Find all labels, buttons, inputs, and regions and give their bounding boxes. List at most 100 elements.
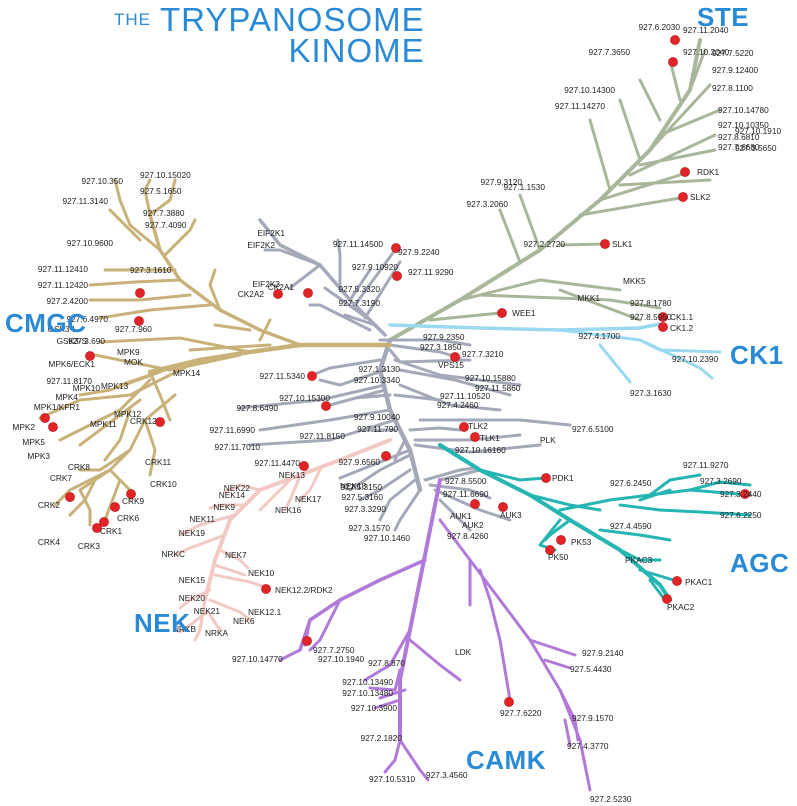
- branch: [428, 483, 492, 500]
- title-line1: TRYPANOSOME: [160, 1, 425, 38]
- branch: [148, 370, 172, 422]
- leaf-label: CRK6: [117, 513, 140, 523]
- branch: [213, 573, 270, 590]
- branch: [283, 474, 302, 512]
- leaf-label: PKAC2: [667, 602, 695, 612]
- branch: [258, 318, 272, 342]
- branch: [213, 323, 252, 332]
- leaf-label: 927.9.10920: [352, 262, 399, 272]
- leaf-label: 927.10.15300: [279, 393, 330, 403]
- leaf-label: 927.10.13490: [342, 677, 393, 687]
- branch: [378, 478, 417, 522]
- branch: [278, 648, 302, 662]
- leaf-label: NEK21: [194, 606, 221, 616]
- leaf-label: 927.9.6560: [338, 457, 380, 467]
- leaf-label: 927.11.9270: [683, 460, 729, 470]
- leaf-label: CRK11: [145, 457, 172, 467]
- leaf-label: NEK12.1: [248, 607, 282, 617]
- leaf-dot: [99, 517, 109, 527]
- leaf-label: MPK13: [101, 381, 129, 391]
- branch: [318, 368, 387, 387]
- leaf-label: MPK1/KFR1: [34, 402, 80, 412]
- leaf-label: CK1.1: [670, 312, 693, 322]
- leaf-label: CK2A1: [268, 282, 295, 292]
- branch: [78, 370, 162, 397]
- branch: [638, 148, 717, 167]
- leaf-label: 927.11.14500: [333, 239, 384, 249]
- group-label-cmgc: CMGC: [5, 308, 87, 338]
- leaf-dot: [672, 576, 682, 586]
- branch: [398, 383, 502, 412]
- branch: [258, 478, 292, 512]
- leaf-dot: [556, 535, 566, 545]
- branch: [308, 358, 382, 378]
- leaf-label: 927.10.15020: [140, 170, 191, 180]
- branch: [143, 178, 152, 217]
- leaf-label: 927.7.5220: [712, 48, 754, 58]
- branch: [78, 488, 92, 527]
- branch: [478, 293, 662, 310]
- leaf-dot: [126, 489, 136, 499]
- leaf-label: NRKB: [173, 624, 197, 634]
- branch: [378, 338, 472, 347]
- leaf-label: 927.11.9290: [408, 267, 454, 277]
- branch: [478, 568, 512, 702]
- leaf-dot: [668, 57, 678, 67]
- branch: [393, 358, 522, 387]
- leaf-label: MKK5: [623, 276, 646, 286]
- leaf-label: NEK11: [189, 514, 215, 524]
- branch: [378, 688, 407, 700]
- branch: [208, 613, 222, 632]
- leaf-dot: [299, 461, 309, 471]
- branch: [78, 448, 132, 472]
- branch: [588, 118, 612, 192]
- branch: [408, 638, 462, 682]
- leaf-label: 927.9.12400: [712, 65, 759, 75]
- leaf-label: 927.4.1700: [578, 331, 620, 341]
- group-label-ste: STE: [697, 2, 750, 32]
- leaf-label: TLK1: [480, 433, 500, 443]
- leaf-label: NEK17: [295, 494, 322, 504]
- leaf-label: 927.10.3340: [354, 375, 401, 385]
- leaf-label: MPK10: [73, 383, 101, 393]
- leaf-dot: [302, 636, 312, 646]
- branch: [178, 588, 212, 610]
- leaf-label: PKAC3: [625, 555, 653, 565]
- branch: [298, 468, 322, 502]
- leaf-label: 927.11.8170: [46, 376, 92, 386]
- branch: [348, 268, 372, 302]
- branch: [498, 208, 522, 264]
- leaf-label: 927.2.1820: [360, 733, 402, 743]
- leaf-dot: [303, 288, 313, 298]
- branch: [638, 78, 662, 122]
- leaf-label: MPK3: [27, 451, 50, 461]
- leaf-label: 927.11.790: [357, 424, 398, 434]
- leaf-label: 927.10.9600: [67, 238, 114, 248]
- leaf-label: 927.3.2440: [720, 489, 762, 499]
- leaf-dot: [307, 371, 317, 381]
- leaf-label: 927.10.13480: [342, 688, 393, 698]
- leaf-label: 927.9.10040: [354, 412, 401, 422]
- leaf-label: CRK10: [150, 479, 177, 489]
- leaf-label: NEK16: [275, 505, 302, 515]
- leaf-label: NEK12.2/RDK2: [275, 585, 333, 595]
- leaf-label: NEK7: [225, 550, 247, 560]
- leaf-label: 927.11.12410: [38, 264, 89, 274]
- cmgc-trunk: [147, 342, 393, 375]
- branch: [558, 688, 580, 742]
- leaf-label: 927.10.5310: [369, 774, 416, 784]
- branch: [308, 598, 342, 652]
- branch: [93, 353, 242, 372]
- branch: [413, 443, 542, 454]
- leaf-label: NRKC: [161, 549, 185, 559]
- leaf-label: GSK3-L: [47, 324, 77, 334]
- leaf-label: 927.11.10520: [440, 391, 491, 401]
- branch: [418, 418, 572, 427]
- leaf-label: 927.1.1530: [503, 182, 545, 192]
- leaf-dot: [110, 502, 120, 512]
- leaf-label: 927.10.16160: [455, 445, 506, 455]
- leaf-label: 927.7.960: [115, 324, 152, 334]
- branch: [148, 213, 302, 347]
- leaf-label: 927.11.3140: [62, 196, 108, 206]
